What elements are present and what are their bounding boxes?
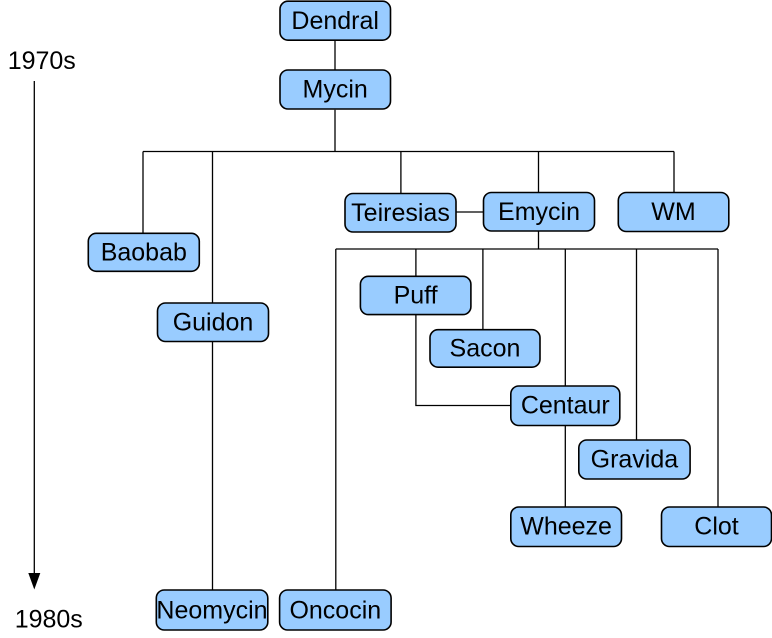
svg-text:Teiresias: Teiresias xyxy=(351,199,450,227)
svg-text:1970s: 1970s xyxy=(8,47,76,75)
svg-text:Oncocin: Oncocin xyxy=(289,597,381,625)
svg-text:Clot: Clot xyxy=(694,513,739,541)
svg-text:Dendral: Dendral xyxy=(291,7,379,35)
svg-text:1980s: 1980s xyxy=(15,606,83,634)
svg-text:Gravida: Gravida xyxy=(591,446,679,474)
svg-text:Centaur: Centaur xyxy=(521,392,610,420)
svg-text:WM: WM xyxy=(651,198,695,226)
svg-text:Sacon: Sacon xyxy=(450,335,521,363)
svg-text:Neomycin: Neomycin xyxy=(156,597,267,625)
svg-text:Baobab: Baobab xyxy=(101,239,187,267)
svg-text:Puff: Puff xyxy=(394,282,438,310)
svg-text:Wheeze: Wheeze xyxy=(520,513,612,541)
svg-text:Emycin: Emycin xyxy=(498,198,580,226)
svg-text:Mycin: Mycin xyxy=(303,76,368,104)
svg-text:Guidon: Guidon xyxy=(173,308,254,336)
